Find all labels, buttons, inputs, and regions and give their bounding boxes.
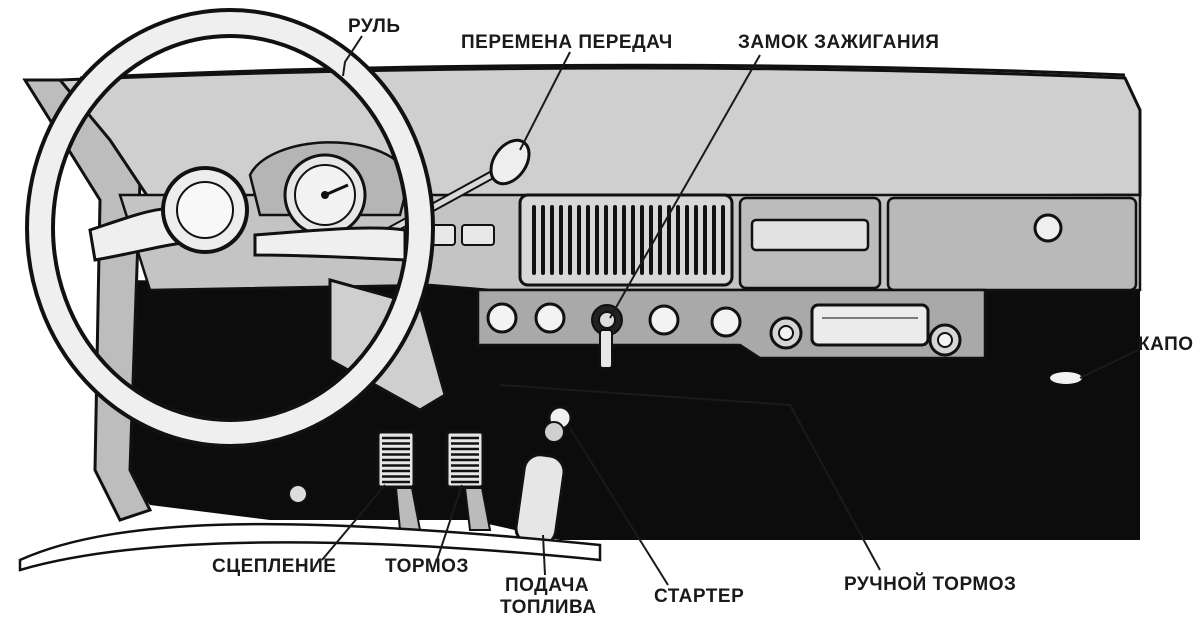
vent-slat <box>550 205 554 275</box>
label-fuel-line2: ТОПЛИВА <box>500 597 597 618</box>
radio-face <box>738 196 882 290</box>
label-ignition: ЗАМОК ЗАЖИГАНИЯ <box>738 32 939 53</box>
label-rul: РУЛЬ <box>348 16 401 37</box>
vent-slat <box>541 205 545 275</box>
label-handbrake: РУЧНОЙ ТОРМОЗ <box>844 573 1016 595</box>
vent-slat <box>676 205 680 275</box>
vent-slat <box>640 205 644 275</box>
vent-slat <box>631 205 635 275</box>
label-brake: ТОРМОЗ <box>385 556 469 577</box>
vent-slat <box>613 205 617 275</box>
floor-fitting <box>288 484 308 504</box>
starter-button <box>543 405 573 443</box>
ignition-lock <box>591 304 623 369</box>
label-starter: СТАРТЕР <box>654 586 744 607</box>
leader-hood <box>1079 349 1139 379</box>
vent-slat <box>703 205 707 275</box>
dashboard-top-edge <box>79 63 1126 80</box>
vent-slat <box>568 205 572 275</box>
leader-ignition <box>609 54 761 319</box>
label-fuel-line1: ПОДАЧА <box>505 575 589 596</box>
vent-slat <box>586 205 590 275</box>
vent-slat <box>604 205 608 275</box>
speedometer <box>283 153 367 237</box>
leader-clutch <box>321 484 386 561</box>
vent-slat <box>577 205 581 275</box>
leader-handbrake <box>499 384 881 571</box>
vent-slat <box>667 205 671 275</box>
vent-slat <box>721 205 725 275</box>
vent-slat <box>559 205 563 275</box>
vent-slat <box>685 205 689 275</box>
leader-brake <box>436 484 463 561</box>
knob-2 <box>534 302 566 334</box>
floor-sill <box>18 522 602 572</box>
knob-3 <box>648 304 680 336</box>
leader-rul <box>342 35 363 77</box>
center-vent <box>518 193 734 287</box>
radio-tuner <box>810 303 930 347</box>
switch-right <box>461 224 495 246</box>
glove-box <box>886 196 1138 292</box>
vent-slat <box>694 205 698 275</box>
leader-fuel <box>542 534 546 576</box>
vent-slat <box>712 205 716 275</box>
knob-4 <box>710 306 742 338</box>
hood-release <box>1050 372 1082 384</box>
vent-slat <box>532 205 536 275</box>
label-gear: ПЕРЕМЕНА ПЕРЕДАЧ <box>461 32 673 53</box>
vent-slat <box>658 205 662 275</box>
clutch-pedal <box>376 430 422 531</box>
steering-wheel <box>25 8 435 448</box>
label-hood: КАПО <box>1138 334 1194 355</box>
vent-slat <box>595 205 599 275</box>
ignition-key <box>599 329 613 369</box>
leader-starter <box>569 427 669 586</box>
brake-pedal <box>445 430 492 531</box>
vent-slat <box>622 205 626 275</box>
knob-1 <box>486 302 518 334</box>
leader-gear <box>519 51 571 151</box>
label-clutch: СЦЕПЛЕНИЕ <box>212 556 336 577</box>
vent-slat <box>649 205 653 275</box>
